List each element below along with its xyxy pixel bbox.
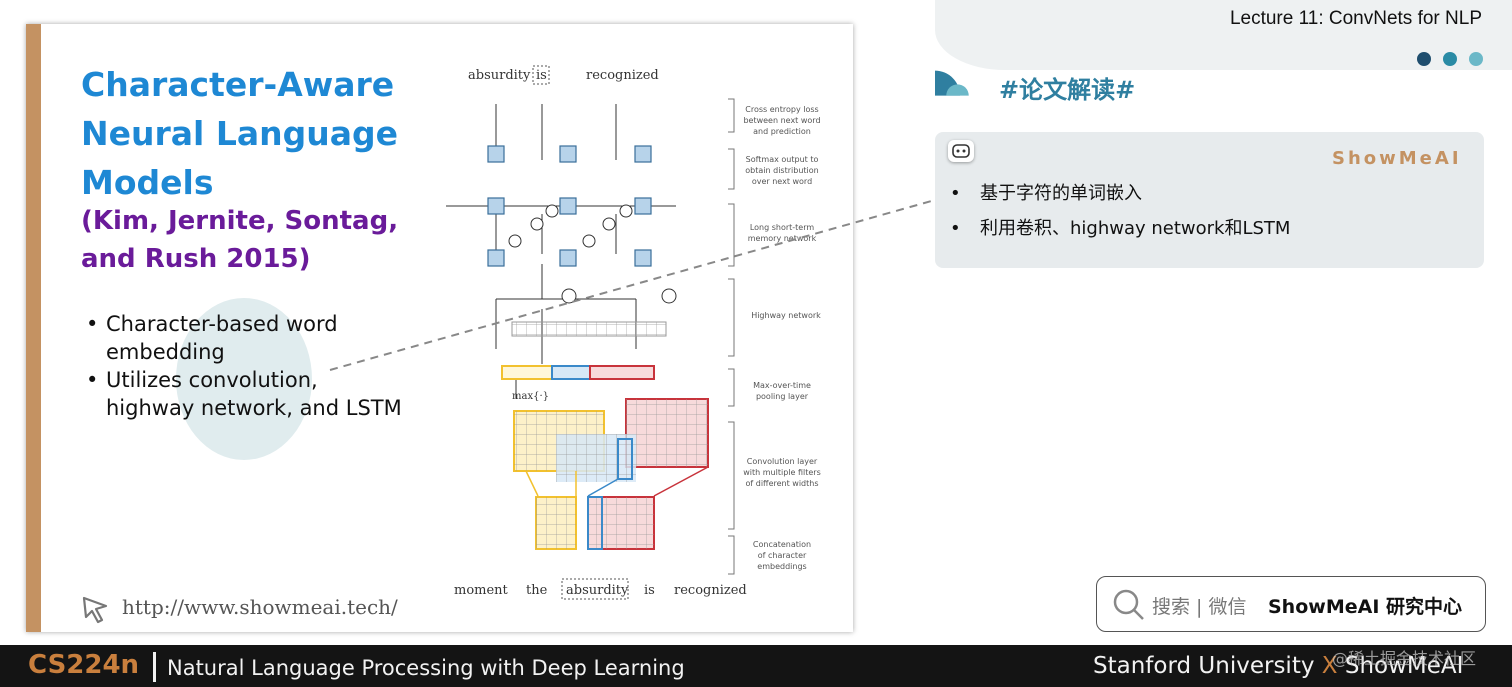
diagram-bottom-word-highlight <box>561 578 629 600</box>
diagram-pool-label: max{·} <box>512 391 549 402</box>
header-dot-3 <box>1469 52 1483 66</box>
char-cnn-architecture-diagram: absurdity is recognized <box>446 65 821 600</box>
footer-bar <box>0 645 1512 687</box>
bullet-highlight-circle <box>176 298 312 460</box>
section-title: #论文解读# <box>999 76 1136 104</box>
card-brand: ShowMeAI <box>1332 148 1462 169</box>
slide-url[interactable]: http://www.showmeai.tech/ <box>122 595 398 619</box>
card-bullet: •利用卷积、highway network和LSTM <box>950 218 1291 239</box>
card-bullet: •基于字符的单词嵌入 <box>950 183 1142 204</box>
watermark: @稀土掘金技术社区 <box>1332 649 1477 668</box>
diagram-bottom-word-1: moment <box>454 583 509 598</box>
diagram-top-word-3: recognized <box>586 68 659 83</box>
diagram-bottom-word-3: absurdity <box>566 583 629 598</box>
diagram-label-highway: Highway network <box>751 311 821 320</box>
search-icon <box>1113 589 1144 620</box>
footer-x-mark: X <box>1321 653 1338 679</box>
header-band <box>935 0 1512 70</box>
search-box[interactable] <box>1096 576 1486 632</box>
slide-title: Character-Aware Neural Language Models <box>81 65 399 202</box>
section-decoration-icon <box>935 70 969 96</box>
header-dot-1 <box>1417 52 1431 66</box>
diagram-bottom-word-4: is <box>644 583 655 598</box>
diagram-top-word-1: absurdity <box>468 68 531 83</box>
diagram-top-word-highlight <box>532 65 550 85</box>
diagram-bottom-word-2: the <box>526 583 548 598</box>
footer-divider <box>153 652 156 682</box>
lecture-title: Lecture 11: ConvNets for NLP <box>1229 8 1482 29</box>
summary-card <box>935 132 1484 268</box>
footer-credit: Stanford University X ShowMeAI <box>1093 653 1463 679</box>
slide-bullet: •Character-based word embedding <box>86 312 338 364</box>
footer-brand: ShowMeAI <box>1344 653 1464 679</box>
footer-university: Stanford University <box>1093 653 1315 679</box>
diagram-top-word-2: is <box>536 68 547 83</box>
paper-slide: Character-Aware Neural Language Models (… <box>26 24 853 632</box>
robot-icon <box>948 140 974 162</box>
header-dot-2 <box>1443 52 1457 66</box>
slide-bullet: •Utilizes convolution, highway network, … <box>86 368 402 420</box>
diagram-bottom-word-5: recognized <box>674 583 747 598</box>
slide-authors: (Kim, Jernite, Sontag, and Rush 2015) <box>81 206 399 274</box>
course-code: CS224n <box>28 650 140 680</box>
cursor-click-icon <box>82 596 108 624</box>
search-brand: ShowMeAI 研究中心 <box>1268 596 1462 618</box>
search-label: 搜索 | 微信 <box>1152 596 1247 618</box>
slide-bullet-list: •Character-based word embedding •Utilize… <box>86 310 406 422</box>
card-bullet-list: •基于字符的单词嵌入 •利用卷积、highway network和LSTM <box>950 176 1470 246</box>
course-name: Natural Language Processing with Deep Le… <box>167 656 685 680</box>
slide-accent-bar <box>26 24 41 632</box>
